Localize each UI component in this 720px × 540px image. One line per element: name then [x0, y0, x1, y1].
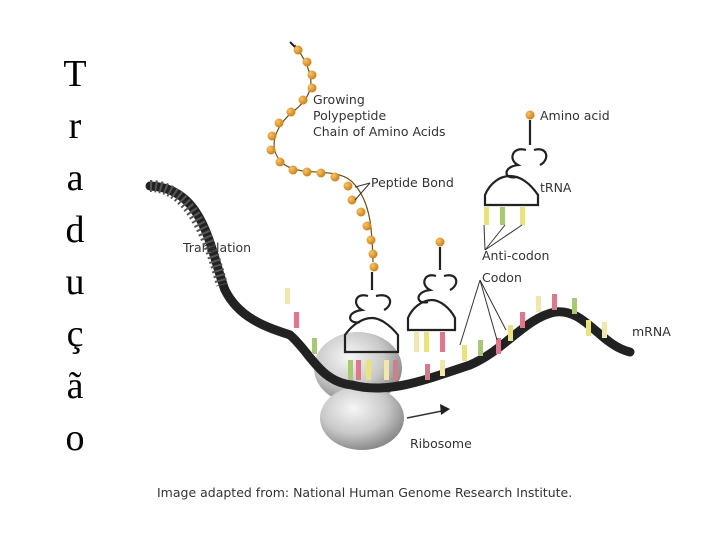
title-letter: ã: [66, 365, 84, 407]
title-letter: T: [63, 53, 87, 95]
mrna-bases: [285, 288, 607, 380]
label-codon: Codon: [482, 270, 522, 285]
label-peptide-bond: Peptide Bond: [371, 175, 454, 190]
mrna-strand: [145, 180, 635, 393]
title-letter: u: [65, 261, 85, 303]
direction-arrow-icon: [440, 404, 450, 415]
polypeptide-chain: [266, 41, 379, 272]
trna-bound: [343, 272, 400, 354]
label-growing-1: Growing: [313, 92, 365, 107]
title-letter: o: [65, 417, 85, 459]
label-growing-2: Polypeptide: [313, 108, 386, 123]
trna-arriving: [406, 237, 458, 352]
ribosome-codons: [348, 360, 398, 380]
label-translation: Translation: [182, 240, 251, 255]
title-letter: d: [65, 209, 85, 251]
label-trna: tRNA: [540, 180, 572, 195]
title-letter: ç: [66, 313, 84, 355]
vertical-title: T r a d u ç ã o: [40, 48, 110, 464]
pointer-lines: [354, 182, 523, 419]
label-mrna: mRNA: [632, 324, 671, 339]
label-ribosome: Ribosome: [410, 436, 472, 451]
label-growing-3: Chain of Amino Acids: [313, 124, 446, 139]
image-credit-caption: Image adapted from: National Human Genom…: [157, 485, 573, 500]
label-anticodon: Anti-codon: [482, 248, 549, 263]
trna-free: [483, 110, 548, 225]
title-letter: a: [66, 157, 84, 199]
label-amino-acid: Amino acid: [540, 108, 610, 123]
title-letter: r: [68, 105, 82, 147]
